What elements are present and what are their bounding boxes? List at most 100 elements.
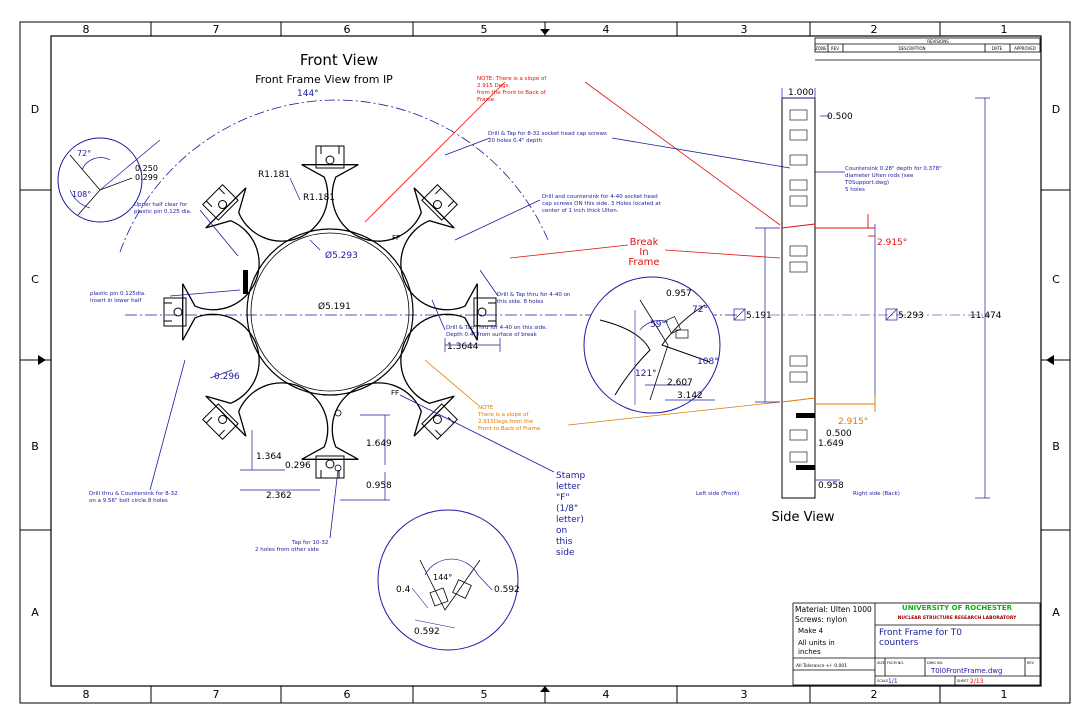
note-tap-1032: Tap for 10-32 bbox=[291, 540, 328, 546]
note-drill-tap-440b: Depth 0.4" from surface of break bbox=[446, 332, 538, 338]
svg-text:"F": "F" bbox=[556, 493, 569, 503]
ff-mark-top: FF bbox=[392, 234, 400, 242]
side-slot bbox=[789, 195, 808, 207]
side-dim-2915a: 2.915° bbox=[877, 238, 907, 248]
leader-lines bbox=[149, 81, 845, 539]
side-dim-0958: 0.958 bbox=[818, 481, 844, 491]
note-countersink: 5 holes bbox=[845, 187, 865, 193]
note-drill-cs-440: center of 1 inch thick Ulten. bbox=[542, 208, 619, 214]
spoke-tab bbox=[473, 297, 497, 327]
spoke-tab bbox=[202, 184, 239, 221]
revision-header: DESCRIPTION bbox=[898, 46, 925, 51]
side-dim-0500: 0.500 bbox=[827, 112, 853, 122]
svg-text:side: side bbox=[556, 548, 575, 558]
detail-d04: 0.4 bbox=[396, 585, 411, 595]
slope-mark-bottom bbox=[815, 395, 876, 412]
front-dim-lines bbox=[209, 177, 501, 501]
tb-drawing-title: counters bbox=[879, 638, 919, 648]
revision-title: REVISIONS bbox=[927, 39, 949, 44]
zone-col-label: 8 bbox=[83, 688, 90, 701]
detail-d0957: 0.957 bbox=[666, 289, 692, 299]
note-countersink: diameter Ulten rods (see bbox=[845, 173, 914, 179]
zone-col-label: 7 bbox=[213, 688, 220, 701]
tap-hole bbox=[334, 409, 342, 417]
tb-tolerance: All Tolerance +/- 0.001 bbox=[796, 663, 847, 669]
tb-sheet-label: SHEET bbox=[957, 679, 969, 683]
label-left-side: Left side (Front) bbox=[696, 491, 739, 497]
dim-r1181-a: R1.181 bbox=[258, 170, 290, 180]
svg-text:(1/8": (1/8" bbox=[556, 504, 578, 514]
note-drill-tap-440b: Drill & Tap Thru for 4-40 on this side. bbox=[446, 325, 547, 331]
svg-text:In: In bbox=[639, 247, 648, 258]
zone-col-label: 6 bbox=[344, 23, 351, 36]
zone-row-label: B bbox=[31, 440, 39, 453]
note-drill-cs-440: cap screws ON this side. 3 Holes located… bbox=[542, 201, 662, 207]
tb-make: Make 4 bbox=[798, 627, 824, 635]
detail-bottom bbox=[377, 509, 519, 651]
side-dim-1000: 1.000 bbox=[788, 88, 814, 98]
side-dim-5293: 5.293 bbox=[898, 311, 924, 321]
zone-col-label: 2 bbox=[871, 23, 878, 36]
zone-row-label: D bbox=[31, 103, 39, 116]
tb-units: inches bbox=[798, 648, 821, 656]
zone-row-label: C bbox=[31, 273, 39, 286]
note-drill-tap-832: 20 holes 0.4" depth bbox=[488, 138, 543, 144]
note-slope-red: NOTE: There is a slope of 2.915 Degs. fr… bbox=[477, 76, 547, 103]
svg-text:NOTE: NOTE bbox=[478, 405, 494, 411]
revision-block bbox=[814, 37, 1041, 61]
detail-a121: 121° bbox=[635, 369, 657, 379]
zone-col-label: 5 bbox=[481, 688, 488, 701]
center-arrow-right bbox=[1046, 355, 1054, 365]
zone-labels: 8 7 6 5 4 3 2 1 8 7 6 5 4 3 2 1 D C B A … bbox=[31, 23, 1060, 701]
dim-d5293: Ø5.293 bbox=[325, 250, 358, 261]
note-drill-tap-440: this side. 8 holes bbox=[497, 299, 544, 305]
title-block bbox=[792, 602, 1041, 686]
dim-hole-0296: 0.296 bbox=[214, 372, 240, 382]
detail-top-left bbox=[57, 137, 161, 223]
detail-d3142: 3.142 bbox=[677, 391, 703, 401]
note-countersink: T0Support.dwg) bbox=[844, 180, 889, 186]
note-drill-cs-440: Drill and countersink for 4-40 socket he… bbox=[542, 194, 658, 200]
note-plastic-pin: plastic pin 0.125dia. bbox=[90, 291, 146, 297]
detail-d0299: 0.299 bbox=[135, 173, 158, 182]
side-slot bbox=[789, 179, 808, 191]
svg-text:on: on bbox=[556, 526, 567, 536]
spoke-tab bbox=[421, 184, 458, 221]
tb-size-label: SIZE bbox=[877, 661, 885, 665]
detail-a72r: 72° bbox=[692, 305, 708, 315]
zone-col-label: 2 bbox=[871, 688, 878, 701]
center-arrow-bottom bbox=[540, 686, 550, 692]
side-slot bbox=[789, 129, 808, 141]
revision-header: DATE bbox=[992, 46, 1003, 51]
side-view bbox=[770, 97, 990, 499]
svg-text:Frame: Frame bbox=[628, 257, 659, 268]
side-view-title: Side View bbox=[771, 510, 834, 525]
zone-col-label: 7 bbox=[213, 23, 220, 36]
zone-row-label: A bbox=[1052, 606, 1060, 619]
note-plastic-pin: Insert in lower half bbox=[90, 298, 142, 304]
zone-row-label: B bbox=[1052, 440, 1060, 453]
svg-text:2.915Degs from the: 2.915Degs from the bbox=[478, 419, 534, 425]
dim-1649: 1.649 bbox=[366, 439, 392, 449]
dim-13644: 1.3644 bbox=[447, 342, 479, 352]
note-upper-half: plastic pin 0.125 dia. bbox=[134, 209, 192, 215]
front-frame bbox=[119, 99, 740, 479]
detail-a108: 108° bbox=[72, 190, 91, 199]
zone-col-label: 8 bbox=[83, 23, 90, 36]
tb-university: UNIVERSITY OF ROCHESTER bbox=[902, 604, 1013, 612]
note-break-in-frame: Break In Frame bbox=[628, 237, 659, 268]
side-dim-0500b: 0.500 bbox=[826, 429, 852, 439]
svg-text:Frame: Frame bbox=[477, 97, 495, 103]
side-slot bbox=[789, 261, 808, 273]
zone-col-label: 3 bbox=[741, 688, 748, 701]
svg-text:NOTE: There is a slope of: NOTE: There is a slope of bbox=[477, 76, 547, 82]
zone-col-label: 1 bbox=[1001, 23, 1008, 36]
side-slot bbox=[789, 154, 808, 166]
dim-1364: 1.364 bbox=[256, 452, 282, 462]
detail-right bbox=[583, 276, 721, 414]
detail-d0592a: 0.592 bbox=[494, 585, 520, 595]
note-stamp: Stamp letter "F" (1/8" letter) on this s… bbox=[556, 471, 586, 558]
inner-border bbox=[50, 35, 1042, 687]
side-slot bbox=[789, 371, 808, 383]
